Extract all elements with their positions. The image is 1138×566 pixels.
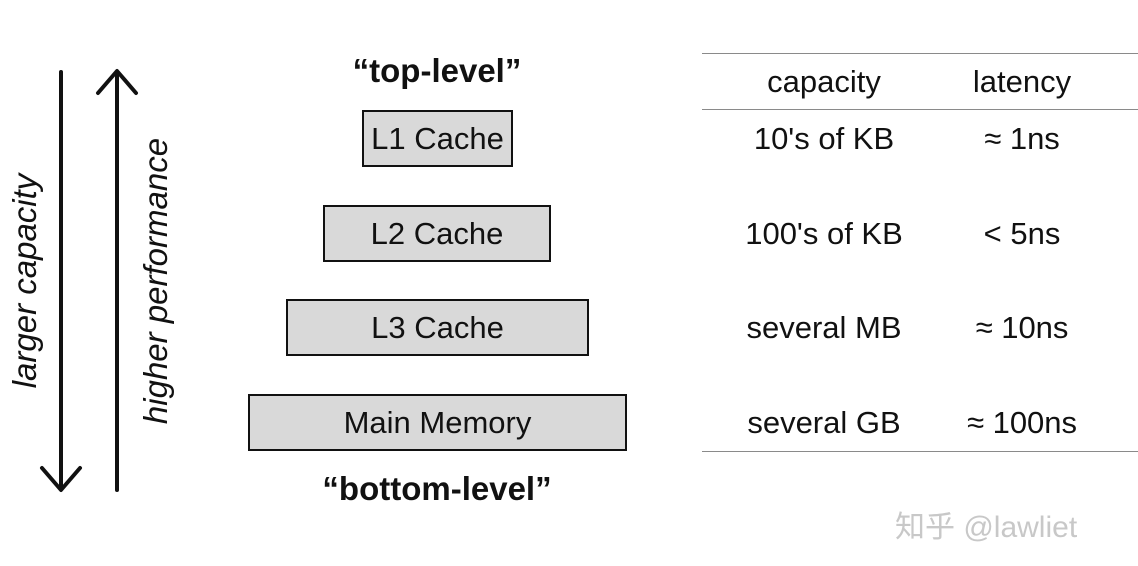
table-header-rule xyxy=(702,109,1138,110)
top-level-label: “top-level” xyxy=(352,52,522,89)
bottom-level-label: “bottom-level” xyxy=(322,470,552,507)
latency-cell: ≈ 100ns xyxy=(966,405,1078,440)
l2-cache-label: L2 Cache xyxy=(370,215,504,251)
latency-cell: < 5ns xyxy=(983,216,1061,251)
main-memory-box: Main Memory xyxy=(248,394,627,451)
l2-cache-box: L2 Cache xyxy=(323,205,551,262)
l3-cache-label: L3 Cache xyxy=(371,309,504,345)
l1-cache-label: L1 Cache xyxy=(371,120,504,156)
larger-capacity-label: larger capacity xyxy=(6,173,43,389)
main-memory-label: Main Memory xyxy=(343,404,532,440)
capacity-cell: 100's of KB xyxy=(745,216,903,251)
capacity-cell: several GB xyxy=(747,405,901,440)
latency-cell: ≈ 10ns xyxy=(975,310,1069,345)
l1-cache-box: L1 Cache xyxy=(362,110,513,167)
latency-cell: ≈ 1ns xyxy=(984,121,1060,156)
table-top-rule xyxy=(702,53,1138,54)
up-arrow-head xyxy=(96,69,138,95)
watermark: 知乎 @lawliet xyxy=(895,511,1078,544)
capacity-cell: 10's of KB xyxy=(753,121,895,156)
capacity-cell: several MB xyxy=(746,310,902,345)
table-bottom-rule xyxy=(702,451,1138,452)
capacity-header: capacity xyxy=(767,64,881,99)
down-arrow-head xyxy=(40,466,82,492)
latency-header: latency xyxy=(972,64,1072,99)
l3-cache-box: L3 Cache xyxy=(286,299,589,356)
higher-performance-label: higher performance xyxy=(137,137,174,425)
